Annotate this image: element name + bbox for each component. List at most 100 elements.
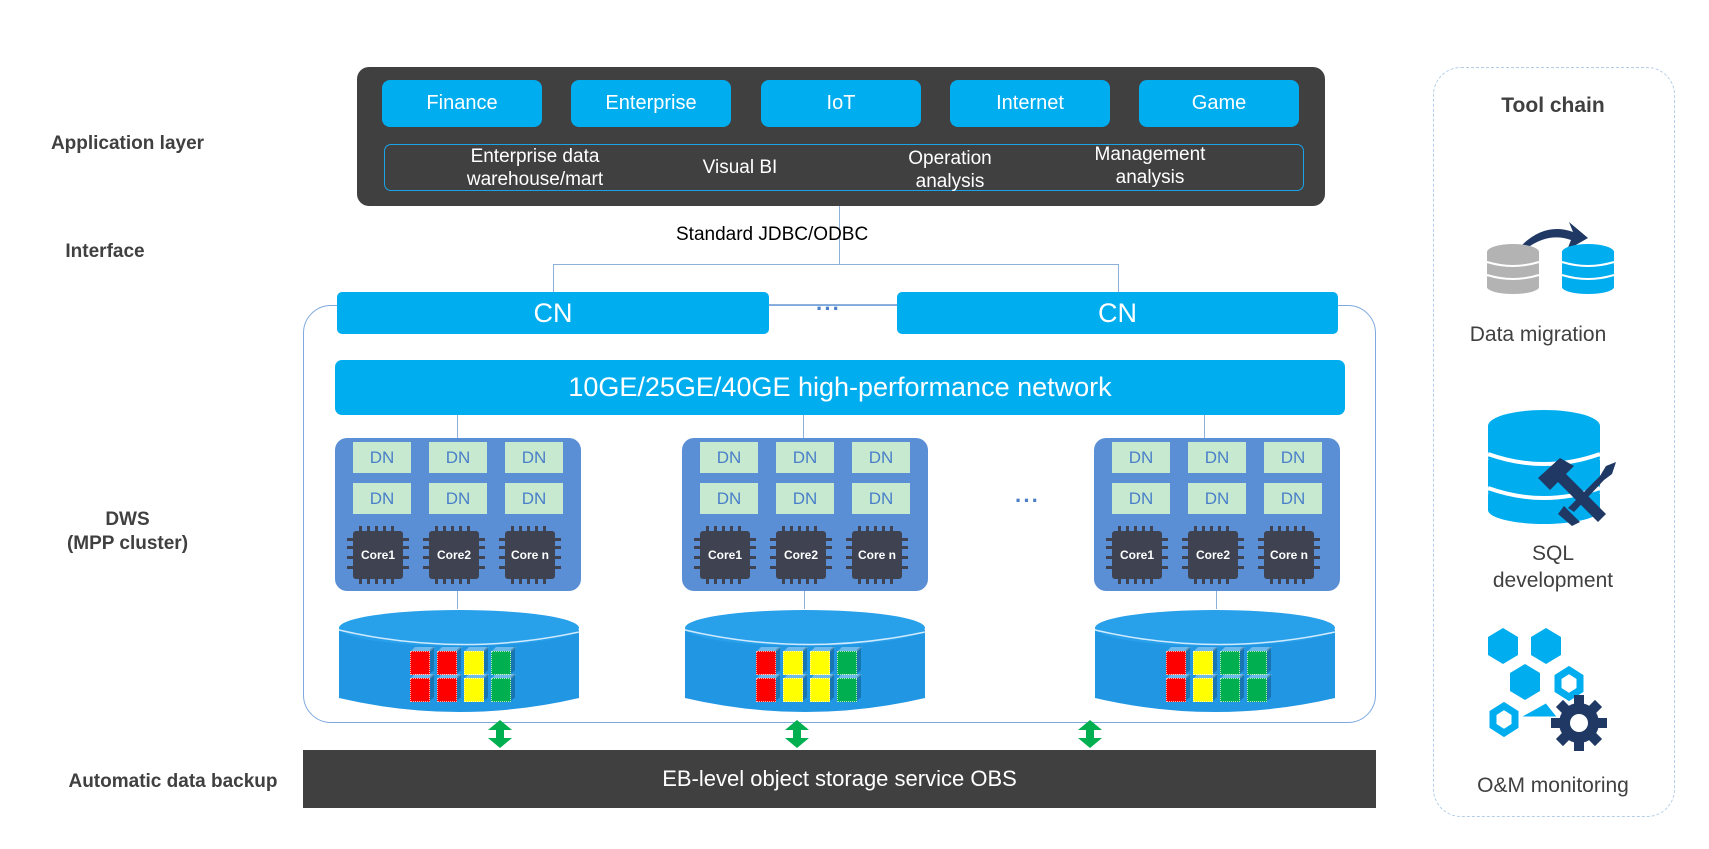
use-line1: Operation (908, 147, 992, 169)
data-block-red (1166, 651, 1186, 675)
data-block-yellow (783, 651, 803, 675)
coordinator-node[interactable]: CN (897, 292, 1338, 334)
dn-instance[interactable]: DN (505, 442, 563, 473)
dn-instance[interactable]: DN (776, 483, 834, 514)
industry-finance[interactable]: Finance (382, 80, 542, 127)
obs-storage-bar: EB-level object storage service OBS (303, 750, 1376, 808)
om-monitoring-icon[interactable] (1483, 625, 1623, 755)
connector-line (1204, 415, 1205, 438)
application-uses-box: Enterprise data warehouse/mart Visual BI… (384, 143, 1304, 192)
high-performance-network: 10GE/25GE/40GE high-performance network (335, 360, 1345, 415)
data-migration-icon[interactable] (1483, 218, 1618, 298)
data-block-green (491, 678, 511, 702)
connector-line (553, 264, 554, 292)
bidirectional-arrow-icon (1078, 720, 1102, 748)
layer-label-dws-line2: (MPP cluster) (66, 533, 189, 554)
connector-line (457, 591, 458, 609)
cpu-core-icon: Core n (499, 526, 561, 584)
core-label: Core1 (360, 548, 395, 562)
sql-development-icon[interactable] (1488, 408, 1623, 528)
use-management-analysis: Management analysis (1075, 143, 1225, 190)
bidirectional-arrow-icon (488, 720, 512, 748)
industry-iot[interactable]: IoT (761, 80, 921, 127)
cn-ellipsis: ··· (816, 296, 841, 321)
data-blocks (756, 651, 860, 704)
industry-internet[interactable]: Internet (950, 80, 1110, 127)
data-block-yellow (1193, 651, 1213, 675)
use-line1: Enterprise data (470, 145, 600, 167)
data-node-server[interactable]: DN DN DN DN DN DN Core1 Core2 Core n (682, 438, 928, 591)
industry-game[interactable]: Game (1139, 80, 1299, 127)
dn-instance[interactable]: DN (1112, 483, 1170, 514)
data-block-red (410, 678, 430, 702)
core-label: Core n (857, 548, 896, 562)
dn-instance[interactable]: DN (1188, 442, 1246, 473)
tool-label-line2: development (1492, 569, 1614, 592)
layer-label-dws-line1: DWS (105, 509, 150, 530)
dn-instance[interactable]: DN (700, 483, 758, 514)
core-label: Core n (510, 548, 549, 562)
cpu-core-icon: Core1 (694, 526, 756, 584)
data-block-yellow (810, 678, 830, 702)
data-block-green (491, 651, 511, 675)
data-node-server[interactable]: DN DN DN DN DN DN Core1 Core2 Core n (335, 438, 581, 591)
layer-label-backup: Automatic data backup (68, 771, 278, 792)
dn-instance[interactable]: DN (776, 442, 834, 473)
toolchain-panel (1433, 67, 1675, 817)
dn-instance[interactable]: DN (1188, 483, 1246, 514)
data-block-green (1220, 678, 1240, 702)
use-data-warehouse: Enterprise data warehouse/mart (445, 145, 625, 190)
use-line2: analysis (1115, 166, 1185, 188)
storage-disk-icon (1093, 608, 1337, 716)
data-block-red (756, 651, 776, 675)
data-block-red (437, 678, 457, 702)
data-blocks (410, 651, 514, 704)
connector-line (804, 591, 805, 609)
dn-instance[interactable]: DN (1264, 483, 1322, 514)
dn-instance[interactable]: DN (852, 442, 910, 473)
dn-instance[interactable]: DN (700, 442, 758, 473)
node-ellipsis: ··· (1015, 488, 1040, 513)
bidirectional-arrow-icon (785, 720, 809, 748)
tool-label-data-migration: Data migration (1469, 323, 1607, 346)
layer-label-application: Application layer (50, 133, 205, 154)
data-block-green (837, 678, 857, 702)
application-layer-panel: Finance Enterprise IoT Internet Game Ent… (357, 67, 1325, 206)
storage-disk-icon (337, 608, 581, 716)
use-line2: warehouse/mart (466, 168, 604, 190)
toolchain-title: Tool chain (1501, 94, 1605, 117)
connector-line (803, 415, 804, 438)
core-label: Core1 (707, 548, 742, 562)
dn-instance[interactable]: DN (353, 442, 411, 473)
dn-instance[interactable]: DN (1264, 442, 1322, 473)
dn-instance[interactable]: DN (353, 483, 411, 514)
layer-label-dws: DWS (MPP cluster) (55, 508, 200, 556)
cpu-core-icon: Core2 (1182, 526, 1244, 584)
dn-instance[interactable]: DN (505, 483, 563, 514)
data-block-yellow (783, 678, 803, 702)
core-label: Core2 (1195, 548, 1230, 562)
data-block-green (837, 651, 857, 675)
layer-label-interface: Interface (65, 241, 145, 262)
dn-instance[interactable]: DN (429, 483, 487, 514)
dn-instance[interactable]: DN (429, 442, 487, 473)
coordinator-node[interactable]: CN (337, 292, 769, 334)
data-block-yellow (1193, 678, 1213, 702)
core-label: Core2 (783, 548, 818, 562)
industry-enterprise[interactable]: Enterprise (571, 80, 731, 127)
use-line1: Management (1094, 143, 1206, 165)
connector-line (457, 415, 458, 438)
dn-instance[interactable]: DN (1112, 442, 1170, 473)
tool-label-line1: SQL (1531, 542, 1575, 565)
data-block-yellow (464, 678, 484, 702)
data-block-yellow (810, 651, 830, 675)
dn-instance[interactable]: DN (852, 483, 910, 514)
data-block-yellow (464, 651, 484, 675)
core-label: Core2 (436, 548, 471, 562)
use-visual-bi: Visual BI (702, 157, 778, 178)
data-block-green (1247, 678, 1267, 702)
data-block-red (756, 678, 776, 702)
cpu-core-icon: Core n (846, 526, 908, 584)
data-blocks (1166, 651, 1270, 704)
